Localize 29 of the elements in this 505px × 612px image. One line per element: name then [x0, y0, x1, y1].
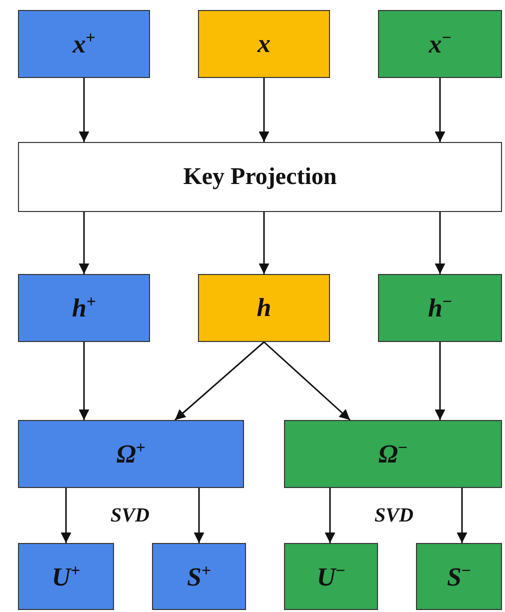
variable-box: U$^{+}$: [18, 543, 114, 610]
arrow: [434, 212, 446, 274]
arrow: [434, 78, 446, 142]
arrow: [78, 78, 90, 142]
variable-box: S$^{+}$: [152, 543, 246, 610]
variable-box: U$^{−}$: [284, 543, 378, 610]
arrow: [60, 488, 72, 543]
arrow: [324, 488, 336, 543]
variable-box: Ω$^{−}$: [284, 420, 502, 488]
arrow: [194, 488, 204, 543]
variable-box: x$^{+}$: [18, 10, 150, 78]
arrow: [258, 78, 270, 142]
arrow: [434, 342, 446, 420]
arrow: [78, 342, 90, 420]
variable-box: x: [198, 10, 330, 78]
arrow: [456, 488, 468, 543]
variable-box: h$^{−}$: [378, 274, 502, 342]
arrow: [258, 212, 270, 274]
arrow: [264, 341, 350, 421]
variable-box: Ω$^{+}$: [18, 420, 244, 488]
process-box: Key Projection: [18, 142, 502, 212]
variable-box: x$^{−}$: [378, 10, 502, 78]
arrow: [174, 341, 264, 421]
variable-box: h$^{+}$: [18, 274, 150, 342]
variable-box: S$^{−}$: [416, 543, 502, 610]
operation-label: SVD: [110, 504, 150, 528]
variable-box: h: [198, 274, 330, 342]
arrow: [78, 212, 90, 274]
operation-label: SVD: [374, 504, 414, 528]
